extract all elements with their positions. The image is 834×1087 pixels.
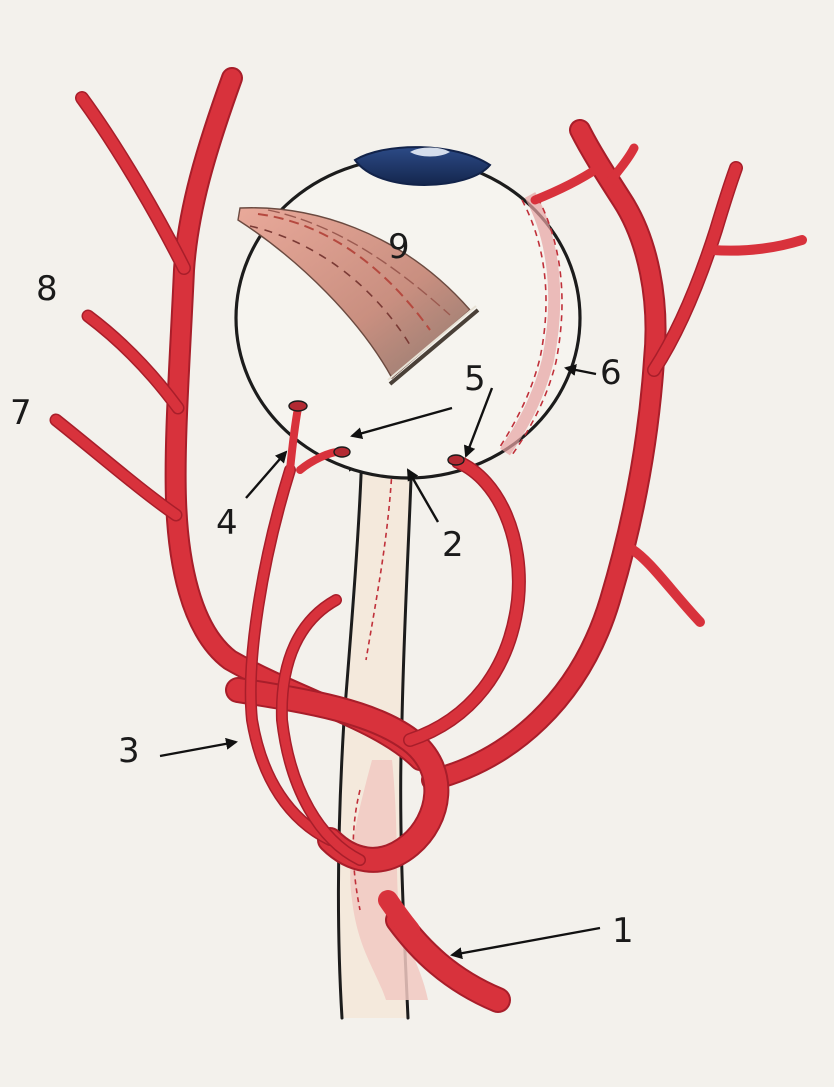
label-7: 7 (10, 393, 32, 433)
label-4: 4 (216, 503, 238, 543)
label-8: 8 (36, 269, 58, 309)
label-9: 9 (388, 227, 410, 267)
label-1: 1 (612, 911, 634, 951)
label-5: 5 (464, 359, 486, 399)
label-6: 6 (600, 353, 622, 393)
label-3: 3 (118, 731, 140, 771)
label-2: 2 (442, 525, 464, 565)
